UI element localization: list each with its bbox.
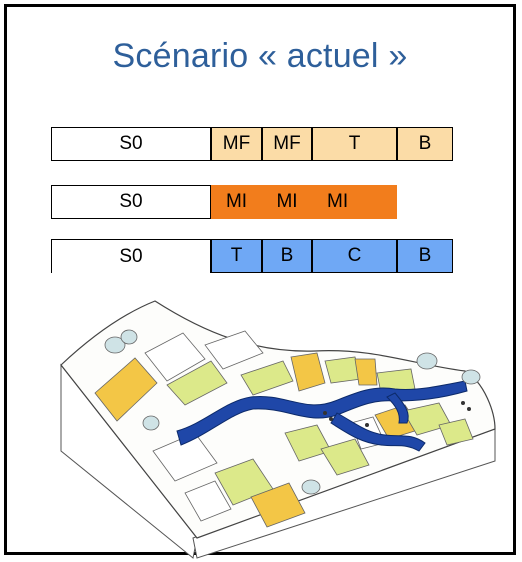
row-cell: MF [262,127,312,161]
row-cell: MI [312,185,397,219]
row-cell: B [397,239,453,273]
row-cell: MF [211,127,262,161]
scenario-row-1: S0 MF MF T B [51,127,453,161]
row-cell: MI [262,185,312,219]
row-cell: T [211,239,262,273]
scenario-row-2: S0 MI MI MI [51,185,399,219]
landscape-illustration [60,300,496,559]
row-start-cell: S0 [51,239,211,273]
row-cell: B [262,239,312,273]
row-cell: C [312,239,397,273]
row-start-cell: S0 [51,127,211,161]
row-cell: B [397,127,453,161]
slide-title: Scénario « actuel » [112,37,408,75]
row-cell: MI [211,185,262,219]
row-start-cell: S0 [51,185,211,219]
row-cell: T [312,127,397,161]
slide-frame: Scénario « actuel » S0 MF MF T B S0 MI M… [4,4,516,559]
scenario-row-3: S0 T B C B [51,239,453,273]
